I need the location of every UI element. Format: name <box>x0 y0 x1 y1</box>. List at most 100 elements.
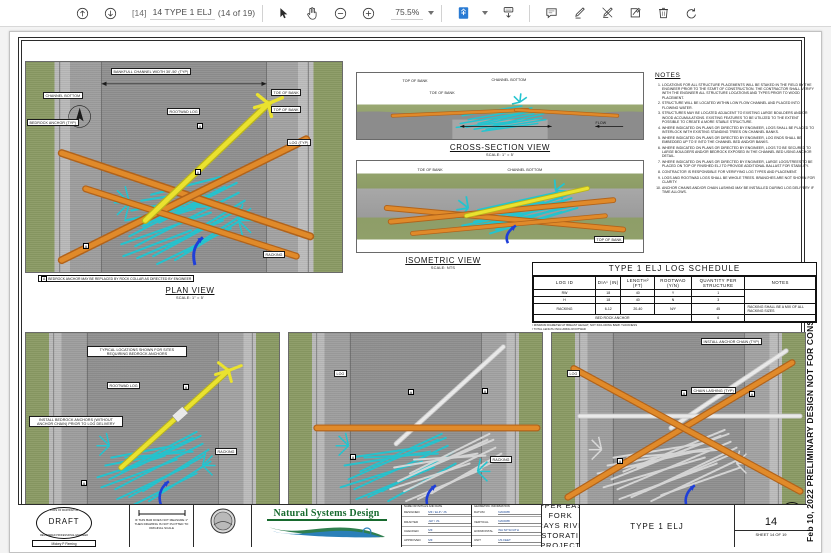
layer1-panel: TYPICAL LOCATIONS SHOWN FOR SITES REQUIR… <box>25 332 280 512</box>
keynote-marker: A <box>749 391 755 397</box>
read-aloud-button[interactable] <box>496 2 520 24</box>
col-notes: NOTES <box>744 275 816 290</box>
cross-section-title-text: CROSS-SECTION VIEW <box>449 143 551 152</box>
company-logo-cell: Natural Systems Design <box>252 505 402 547</box>
highlighter-button[interactable] <box>567 2 591 24</box>
title-block: STATE OF WASHINGTON DRAFT REGISTERED PRO… <box>18 504 807 547</box>
metadata-cell: NAME OR INITIALS AND DATE DESIGNED MF / … <box>402 505 542 547</box>
scale-bar-cell: IF THIS BAR DOES NOT MEASURE 1" THEN DRA… <box>130 505 194 547</box>
cell-dia: 18 <box>595 288 622 297</box>
metadata-key: DRAFTED <box>404 519 419 524</box>
col-dia: DIA¹ (IN) <box>595 275 622 290</box>
sign-stamp-button[interactable] <box>623 2 647 24</box>
col-rootwad: ROOTWAD (Y/N) <box>654 275 692 290</box>
cell-notes: RACKING SHALL BE A MIX OF ALL RACKING SI… <box>744 302 816 315</box>
schedule-grid: LOG ID DIA¹ (IN) LENGTH² (FT) ROOTWAD (Y… <box>532 275 816 322</box>
label-xs-top-of-bank: TOP OF BANK <box>402 78 428 83</box>
zoom-level-value[interactable]: 75.5% <box>391 6 424 20</box>
pdf-viewer[interactable]: Feb 10, 2022 PRELIMINARY DESIGN NOT FOR … <box>0 27 831 553</box>
schedule-footnotes: ¹ MINIMUM DIAMETER AT BREAST HEIGHT, NOT… <box>532 323 817 331</box>
cell-rootwad: N/Y <box>654 302 692 315</box>
plan-footnote-text: BEDROCK ANCHOR MAY BE REPLACED BY ROCK C… <box>48 276 192 281</box>
label-iso-toe-of-bank: TOE OF BANK <box>417 167 443 172</box>
zoom-control[interactable]: 75.5% <box>391 6 435 20</box>
cell-log-id: RACKING <box>532 302 597 315</box>
label-bedrock-anchor: BEDROCK ANCHOR (TYP) <box>27 119 79 127</box>
metadata-left-header: NAME OR INITIALS AND DATE <box>404 505 443 508</box>
comment-button[interactable] <box>539 2 563 24</box>
label-l2-racking: RACKING <box>490 456 513 464</box>
cell-rootwad: Y <box>654 288 692 297</box>
isometric-view-title-text: ISOMETRIC VIEW <box>405 256 481 265</box>
scale-bar-note: IF THIS BAR DOES NOT MEASURE 1" THEN DRA… <box>134 518 189 530</box>
note-item: WHERE INDICATED ON PLANS OR DIRECTED BY … <box>662 126 817 134</box>
label-l1-rootwad-log: ROOTWAD LOG <box>107 382 141 390</box>
col-quantity: QUANTITY PER STRUCTURE <box>690 275 746 290</box>
page-indicator[interactable]: [14] 14 TYPE 1 ELJ (14 of 19) <box>132 6 255 20</box>
keynote-marker: A <box>81 480 87 486</box>
select-tool-button[interactable] <box>272 2 296 24</box>
toolbar-divider <box>262 4 264 22</box>
metadata-right-header: GEOMETRIC INFORMATION <box>474 505 510 508</box>
project-line-1: UPPER EAST FORK <box>542 505 579 520</box>
fit-page-button[interactable] <box>451 2 475 24</box>
plan-view-panel: BANKFULL CHANNEL WIDTH 30'-50' (TYP) CHA… <box>25 61 343 273</box>
cell-length: 40 <box>620 295 656 304</box>
layer2-image <box>288 332 543 512</box>
metadata-row: DATUM NAVD88 <box>472 508 541 518</box>
zoom-in-button[interactable] <box>356 2 380 24</box>
schedule-header-row: LOG ID DIA¹ (IN) LENGTH² (FT) ROOTWAD (Y… <box>532 275 816 290</box>
company-logo-text: Natural Systems Design <box>266 508 387 521</box>
plan-view-title: PLAN VIEW SCALE: 1" = 5' <box>130 286 250 300</box>
cell-qty: 45 <box>690 302 746 315</box>
label-xs-channel-bottom: CHANNEL BOTTOM <box>491 77 527 82</box>
note-item: WHERE INDICATED ON PLANS OR DIRECTED BY … <box>662 146 817 159</box>
sheet-number: 14 <box>764 515 778 528</box>
metadata-key: APPROVED <box>404 538 421 543</box>
label-chain-lashing: CHAIN LASHING (TYP) <box>691 387 737 395</box>
keynote-marker: A <box>197 123 203 129</box>
pan-tool-button[interactable] <box>300 2 324 24</box>
metadata-row: VERTICAL NAVD88 <box>472 517 541 527</box>
note-item: ANCHOR CHAINS AND/OR CHAIN LASHING MAY B… <box>662 186 817 194</box>
note-item: WHERE INDICATED ON PLANS OR DIRECTED BY … <box>662 136 817 144</box>
page-number-input[interactable]: 14 TYPE 1 ELJ <box>149 6 215 20</box>
seal-bottom-text: REGISTERED PROFESSIONAL ENGINEER <box>40 534 88 537</box>
fit-page-chevron-icon[interactable] <box>482 11 489 15</box>
cell-notes <box>744 313 816 322</box>
isometric-view-title: ISOMETRIC VIEW SCALE: NTS <box>383 256 503 270</box>
notes-heading: NOTES <box>655 72 681 79</box>
keynote-marker: A <box>681 390 687 396</box>
next-page-button[interactable] <box>98 2 122 24</box>
engineer-stamp-cell: STATE OF WASHINGTON DRAFT REGISTERED PRO… <box>18 505 130 547</box>
label-top-of-bank: TOP OF BANK <box>271 106 302 114</box>
chevron-down-icon[interactable] <box>428 11 435 15</box>
cell-log-id: RW <box>532 288 597 297</box>
zoom-out-button[interactable] <box>328 2 352 24</box>
cross-section-title: CROSS-SECTION VIEW SCALE: 1" = 5' <box>430 143 570 157</box>
cell-qty: 6 <box>690 313 746 322</box>
plan-view-scale: SCALE: 1" = 5' <box>176 295 204 300</box>
rotate-button[interactable] <box>679 2 703 24</box>
project-line-3: RESTORATION PROJECT <box>542 531 580 547</box>
metadata-value: MF <box>428 538 471 543</box>
label-xs-flow: FLOW <box>595 120 607 125</box>
delete-button[interactable] <box>651 2 675 24</box>
keynote-marker: A <box>617 458 623 464</box>
layer1-graphics <box>53 333 253 511</box>
metadata-row: HORIZONTAL WA SP SOUTH <box>472 527 541 537</box>
cell-dia: 6-12 <box>595 302 622 315</box>
note-item: WHERE INDICATED ON PLANS OR DIRECTED BY … <box>662 160 817 168</box>
metadata-key: DATUM <box>474 510 485 515</box>
note-item: LOGS AND ROOTWAD LOGS SHALL BE WHOLE TRE… <box>662 176 817 184</box>
previous-page-button[interactable] <box>70 2 94 24</box>
cell-qty: 3 <box>690 295 746 304</box>
metadata-key: VERTICAL <box>474 519 489 524</box>
isometric-view-scale: SCALE: NTS <box>430 265 456 270</box>
keynote-marker: A <box>83 243 89 249</box>
client-seal-icon <box>210 508 236 534</box>
draft-text: DRAFT <box>48 517 80 526</box>
drawing-sheet: Feb 10, 2022 PRELIMINARY DESIGN NOT FOR … <box>9 31 822 553</box>
strikethrough-pen-button[interactable] <box>595 2 619 24</box>
metadata-key: CHECKED <box>404 528 419 533</box>
